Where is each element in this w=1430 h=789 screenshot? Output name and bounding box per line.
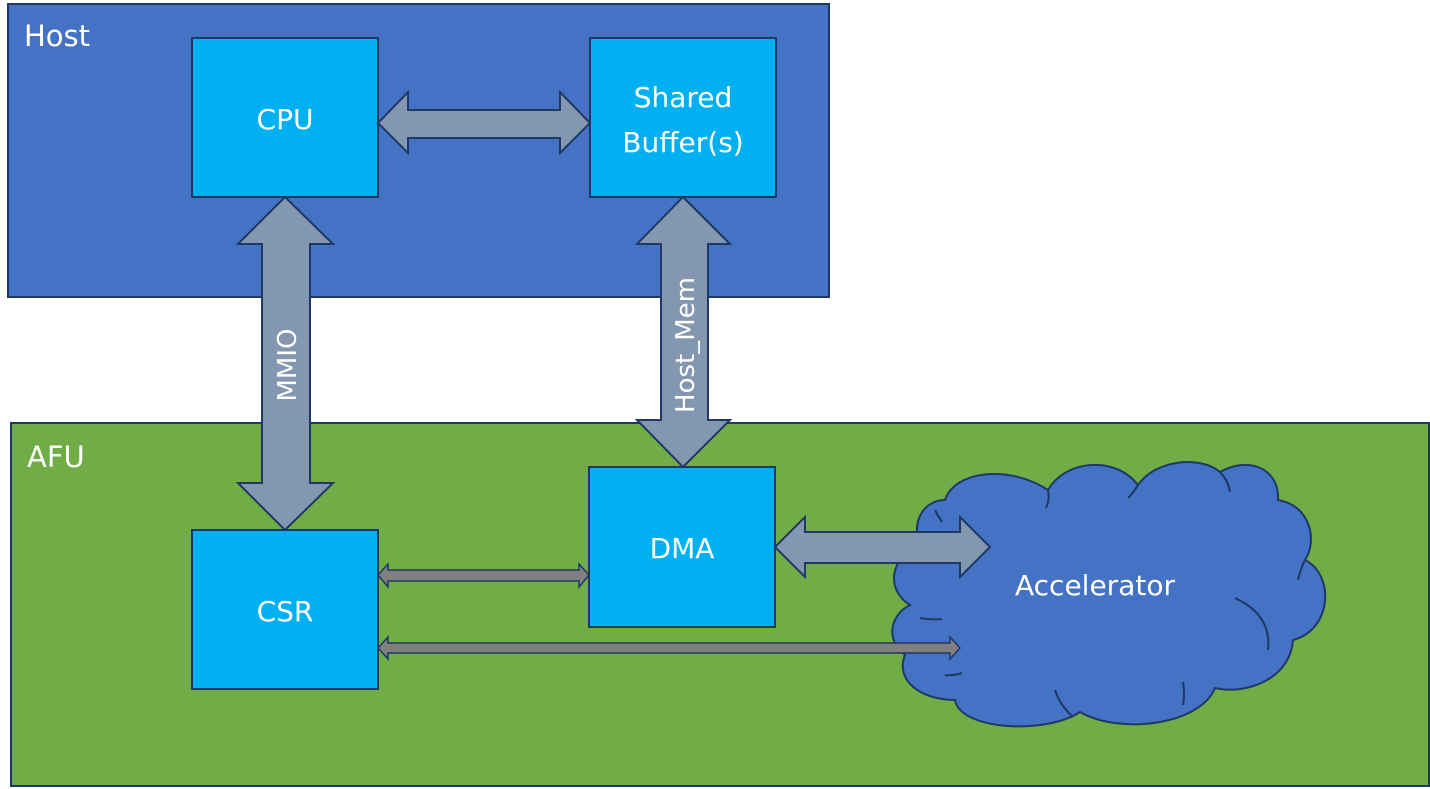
cloud-crease <box>1045 489 1050 509</box>
csr-dma-arrow[interactable] <box>377 562 590 590</box>
cloud-crease <box>1182 681 1185 706</box>
csr-block[interactable]: CSR <box>191 529 379 690</box>
mmio-arrow[interactable] <box>235 195 336 532</box>
shared-buffers-label-line2: Buffer(s) <box>622 126 743 159</box>
dma-accelerator-arrow[interactable] <box>773 514 992 580</box>
dma-label: DMA <box>650 532 715 565</box>
cloud-crease <box>1054 689 1073 717</box>
csr-label: CSR <box>257 595 314 628</box>
cloud-crease <box>1234 597 1270 651</box>
accelerator-label: Accelerator <box>1015 569 1175 602</box>
accelerator-cloud[interactable]: Accelerator <box>891 461 1327 728</box>
cpu-shared-buffers-arrow[interactable] <box>376 89 592 156</box>
cloud-crease <box>1127 484 1139 499</box>
cloud-crease <box>1219 471 1231 493</box>
cloud-crease <box>944 672 963 677</box>
cpu-label: CPU <box>257 103 314 136</box>
cpu-block[interactable]: CPU <box>191 37 379 198</box>
shared-buffers-label-line1: Shared <box>634 81 733 114</box>
mmio-label: MMIO <box>273 329 303 402</box>
csr-accelerator-arrow[interactable] <box>376 635 962 661</box>
csr-box <box>191 529 379 690</box>
cloud-crease <box>934 509 943 523</box>
shared-buffers-block[interactable]: Shared Buffer(s) <box>589 37 777 198</box>
host-label: Host <box>24 19 90 53</box>
afu-label: AFU <box>27 440 85 474</box>
host-mem-arrow[interactable] <box>634 195 733 469</box>
dma-block[interactable]: DMA <box>588 466 776 628</box>
cloud-crease <box>919 617 943 621</box>
host-mem-label: Host_Mem <box>671 277 701 413</box>
cpu-box <box>191 37 379 198</box>
cloud-crease <box>1297 559 1306 581</box>
shared-buffers-box <box>589 37 777 198</box>
